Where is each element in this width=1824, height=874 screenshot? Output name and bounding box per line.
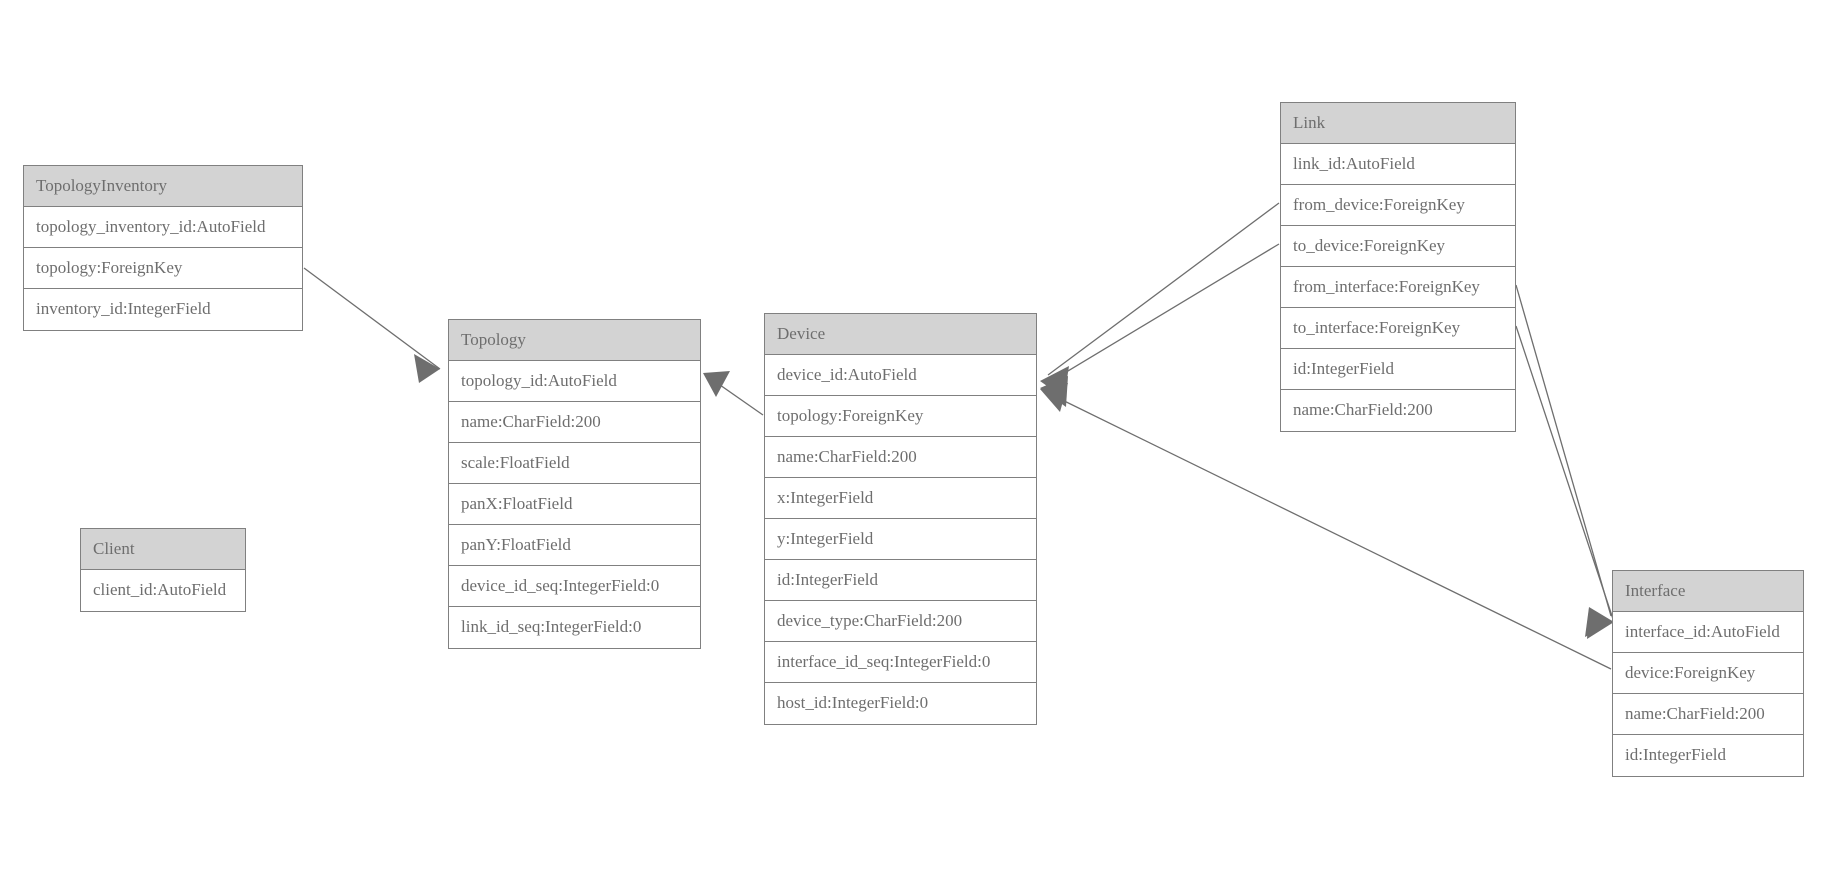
relationship-link-to-device <box>1040 243 1280 407</box>
entity-field-row: scale:FloatField <box>449 443 700 484</box>
entity-title-topology_inventory: TopologyInventory <box>24 166 302 207</box>
relationship-device-topology <box>703 371 764 416</box>
entity-field-row: topology:ForeignKey <box>24 248 302 289</box>
relationship-topologyinventory-topology <box>303 267 441 383</box>
arrowhead-icon <box>1585 607 1614 637</box>
entity-field-row: name:CharField:200 <box>1281 390 1515 431</box>
arrowhead-icon <box>1040 383 1068 412</box>
entity-field-row: y:IntegerField <box>765 519 1036 560</box>
relationship-link-from-interface <box>1515 284 1614 637</box>
entity-field-row: x:IntegerField <box>765 478 1036 519</box>
entity-field-row: device_id:AutoField <box>765 355 1036 396</box>
entity-field-row: topology_inventory_id:AutoField <box>24 207 302 248</box>
entity-field-row: from_device:ForeignKey <box>1281 185 1515 226</box>
entity-field-row: name:CharField:200 <box>1613 694 1803 735</box>
entity-field-row: device:ForeignKey <box>1613 653 1803 694</box>
entity-field-row: id:IntegerField <box>1281 349 1515 390</box>
relationship-link-from-device <box>1040 202 1280 398</box>
entity-field-row: name:CharField:200 <box>765 437 1036 478</box>
arrowhead-icon <box>1040 376 1068 407</box>
entity-field-row: device_type:CharField:200 <box>765 601 1036 642</box>
entity-title-device: Device <box>765 314 1036 355</box>
entity-field-row: id:IntegerField <box>1613 735 1803 776</box>
entity-field-row: interface_id:AutoField <box>1613 612 1803 653</box>
entity-field-row: from_interface:ForeignKey <box>1281 267 1515 308</box>
entity-field-row: name:CharField:200 <box>449 402 700 443</box>
entity-title-topology: Topology <box>449 320 700 361</box>
entity-field-row: device_id_seq:IntegerField:0 <box>449 566 700 607</box>
entity-field-row: topology:ForeignKey <box>765 396 1036 437</box>
entity-title-interface: Interface <box>1613 571 1803 612</box>
arrowhead-icon <box>703 371 730 397</box>
arrowhead-icon <box>414 354 440 383</box>
entity-field-row: client_id:AutoField <box>81 570 245 611</box>
entity-field-row: panY:FloatField <box>449 525 700 566</box>
entity-field-row: interface_id_seq:IntegerField:0 <box>765 642 1036 683</box>
entity-field-row: to_interface:ForeignKey <box>1281 308 1515 349</box>
entity-field-row: to_device:ForeignKey <box>1281 226 1515 267</box>
arrowhead-icon <box>1587 609 1614 639</box>
entity-title-client: Client <box>81 529 245 570</box>
entity-field-row: panX:FloatField <box>449 484 700 525</box>
entity-field-row: link_id_seq:IntegerField:0 <box>449 607 700 648</box>
entity-title-link: Link <box>1281 103 1515 144</box>
entity-field-row: id:IntegerField <box>765 560 1036 601</box>
relationship-link-to-interface <box>1515 325 1614 639</box>
entity-field-row: link_id:AutoField <box>1281 144 1515 185</box>
arrowhead-icon <box>1040 366 1069 398</box>
entity-field-row: topology_id:AutoField <box>449 361 700 402</box>
entity-field-row: inventory_id:IntegerField <box>24 289 302 330</box>
entity-field-row: host_id:IntegerField:0 <box>765 683 1036 724</box>
